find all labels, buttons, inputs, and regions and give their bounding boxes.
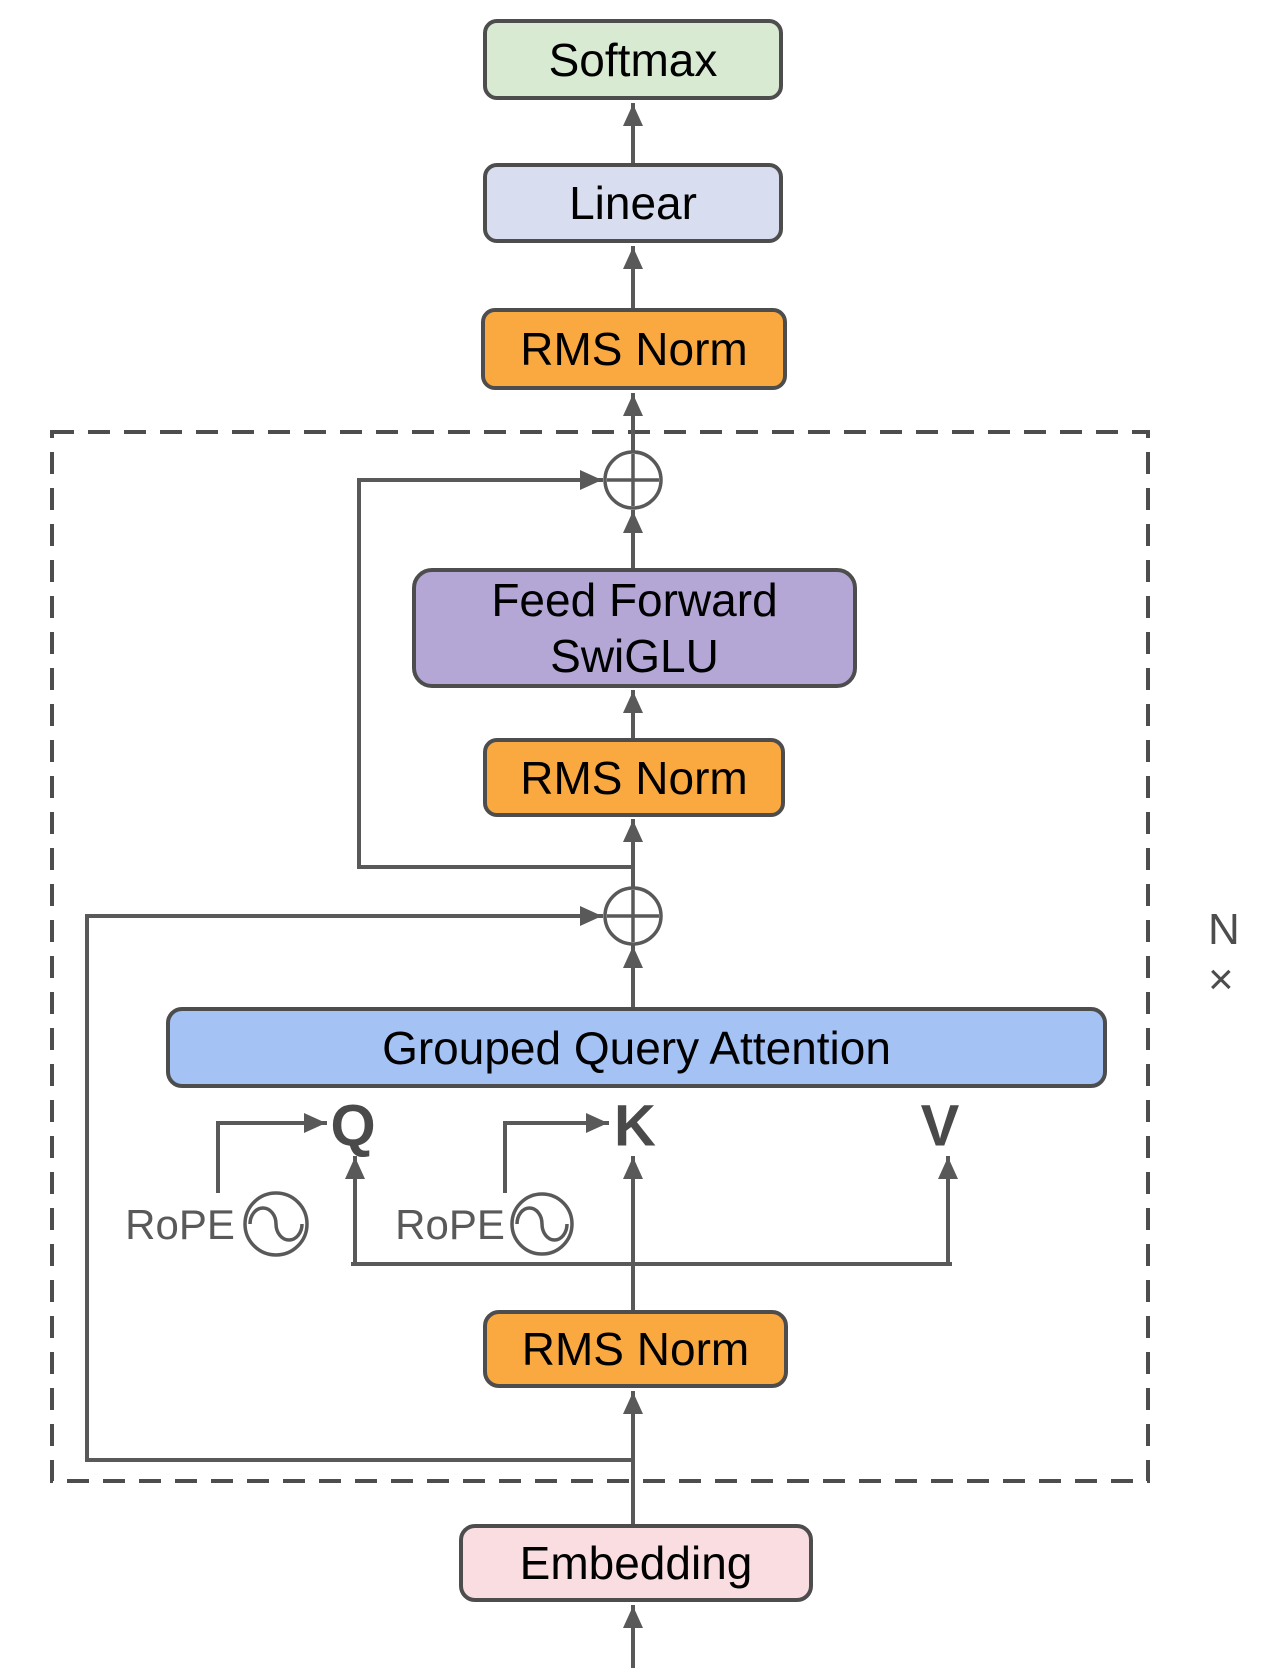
flow-arrows <box>85 103 958 1668</box>
block-grouped-query-attention: Grouped Query Attention <box>166 1007 1107 1088</box>
head-label-k: K <box>614 1093 656 1159</box>
rope-label-k: RoPE <box>395 1201 505 1248</box>
block-rms-norm-top-label: RMS Norm <box>520 323 748 375</box>
block-rms-norm-mid: RMS Norm <box>483 738 785 817</box>
block-embedding: Embedding <box>459 1524 813 1602</box>
repeat-count-label: N × <box>1208 905 1244 1004</box>
add-circle-ffn <box>603 450 663 510</box>
rope-wave-icon-q <box>243 1191 309 1257</box>
block-feed-forward-swiglu: Feed Forward SwiGLU <box>412 568 857 688</box>
arrow-rope-to-q <box>216 1113 327 1193</box>
block-softmax: Softmax <box>483 19 783 100</box>
block-rms-norm-bottom: RMS Norm <box>483 1310 788 1388</box>
block-feed-forward-label-line2: SwiGLU <box>550 630 719 682</box>
dashed-layer-boundary <box>50 430 1150 1483</box>
rope-wave-icon-k <box>510 1192 574 1256</box>
block-rms-norm-mid-label: RMS Norm <box>520 751 748 804</box>
block-feed-forward-label-line1: Feed Forward <box>491 574 778 626</box>
block-softmax-label: Softmax <box>548 33 718 86</box>
head-label-q: Q <box>330 1093 376 1159</box>
rope-label-q: RoPE <box>125 1201 235 1248</box>
block-grouped-query-attention-label: Grouped Query Attention <box>382 1021 891 1074</box>
block-rms-norm-bottom-label: RMS Norm <box>521 1323 750 1375</box>
ffn-residual-skip <box>357 470 635 869</box>
block-embedding-label: Embedding <box>519 1537 753 1589</box>
add-circle-attention <box>603 886 663 946</box>
block-linear-label: Linear <box>569 177 697 229</box>
block-rms-norm-top: RMS Norm <box>481 308 787 390</box>
block-linear: Linear <box>483 163 783 243</box>
arrow-rope-to-k <box>503 1113 609 1193</box>
head-label-v: V <box>920 1093 960 1159</box>
attention-residual-skip <box>85 906 635 1462</box>
